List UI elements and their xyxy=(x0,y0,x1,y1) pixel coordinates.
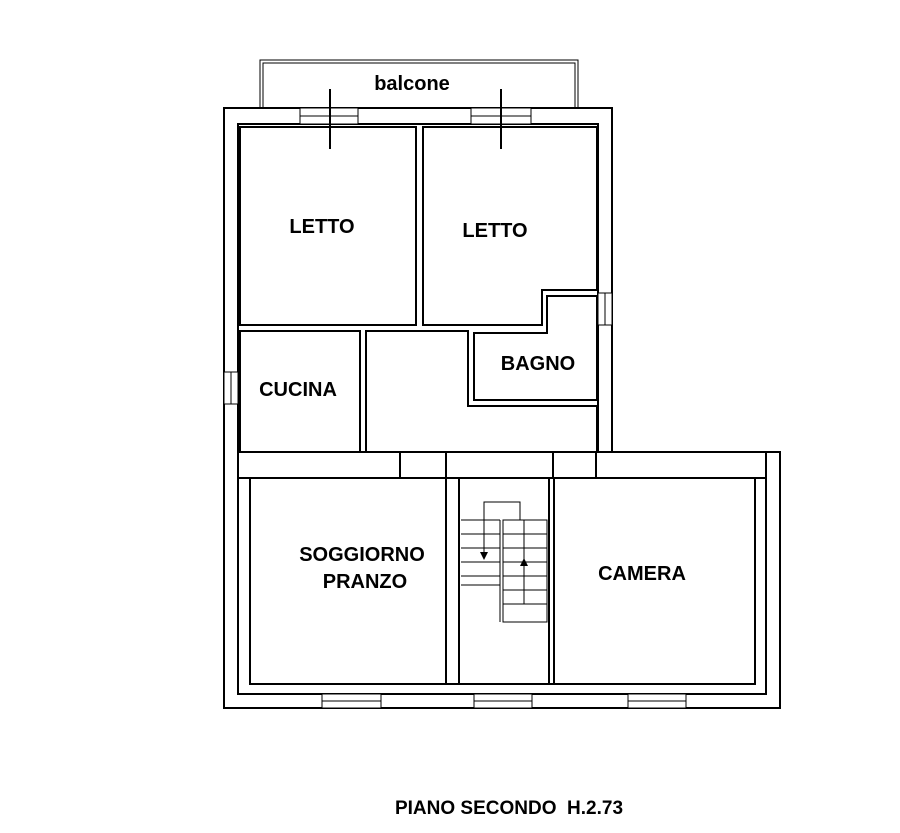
arrow-up-icon xyxy=(520,558,528,566)
room-bathroom xyxy=(473,295,598,401)
room-stairwell xyxy=(458,477,550,685)
room-kitchen xyxy=(239,330,361,453)
room-bedroom-right xyxy=(422,126,598,326)
label-living-line1: SOGGIORNO xyxy=(299,544,425,566)
label-kitchen: CUCINA xyxy=(259,379,337,401)
label-bathroom: BAGNO xyxy=(501,353,575,375)
label-bedroom-left: LETTO xyxy=(289,216,354,238)
room-camera xyxy=(553,477,756,685)
stairs xyxy=(461,501,548,623)
room-living xyxy=(249,477,447,685)
windows xyxy=(223,89,687,709)
interior-walls xyxy=(237,451,767,685)
arrow-down-icon xyxy=(480,552,488,560)
label-balcony: balcone xyxy=(374,73,450,95)
label-camera: CAMERA xyxy=(598,563,686,585)
label-bedroom-right: LETTO xyxy=(462,220,527,242)
balcony xyxy=(259,59,579,108)
label-living-line2: PRANZO xyxy=(323,571,407,593)
plan-caption: PIANO SECONDO H.2.73 xyxy=(395,798,623,819)
room-bedroom-left xyxy=(239,126,417,326)
rooms xyxy=(239,126,756,685)
